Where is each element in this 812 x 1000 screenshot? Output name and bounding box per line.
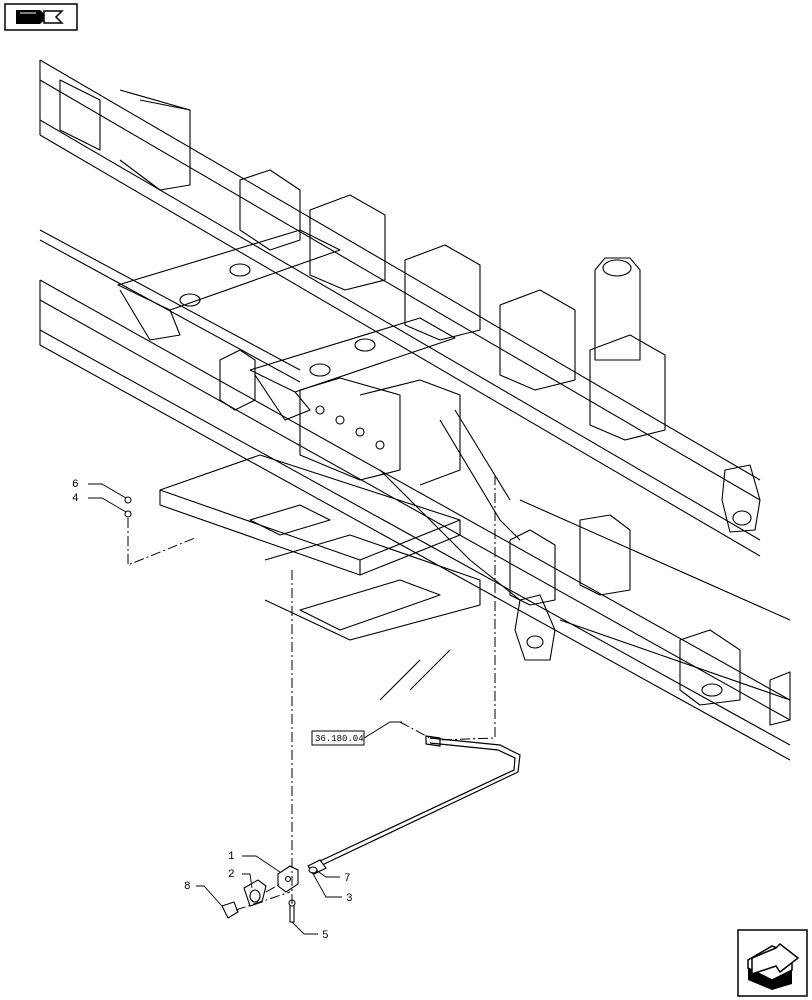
fitting-parts [124,496,327,923]
leader-lines [88,483,402,935]
chassis-frame-drawing [39,59,791,761]
next-page-arrow-icon [747,943,800,990]
callout-5: 5 [322,930,329,942]
top-nav-button[interactable] [4,3,78,31]
section-reference-text: 36.180.04 [315,734,364,744]
callout-6: 6 [72,479,79,491]
book-arrow-icon [16,10,64,24]
tube-assembly [317,735,521,867]
next-page-button[interactable] [737,929,808,997]
callout-3: 3 [346,893,353,905]
callout-8: 8 [184,881,191,893]
section-reference-link[interactable]: 36.180.04 [311,730,365,746]
assembly-centerlines [127,475,496,911]
callout-7: 7 [344,873,351,885]
callout-4: 4 [72,493,79,505]
callout-1: 1 [228,851,235,863]
callout-2: 2 [228,869,235,881]
